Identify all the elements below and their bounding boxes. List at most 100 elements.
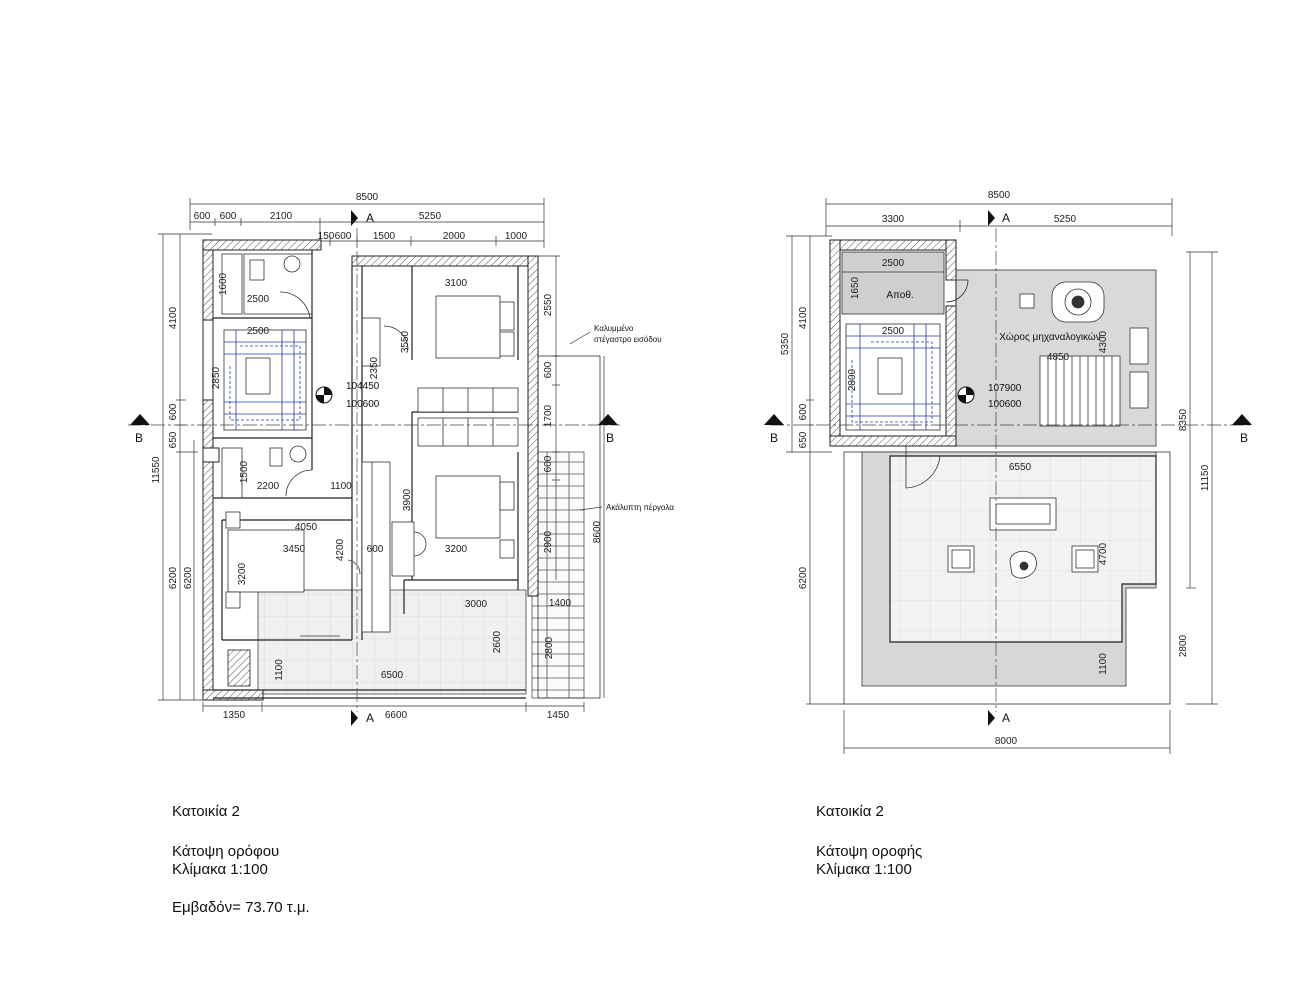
mech-dim: 4300 [1098,330,1109,353]
floor-dim-total-width: 8500 [356,192,379,203]
floor-section-a-bottom: A [366,711,374,725]
floor-plan: 8500 600 600 2100 5250 150 600 1500 2000… [128,192,674,726]
roof-dim-left: 5350 [780,332,791,355]
roof-left-dimensions [786,235,846,705]
roof-dim-total-width: 8500 [988,190,1011,201]
bedroom-1 [361,295,515,367]
floor-dim-right: 8600 [592,520,603,543]
floor-caption-scale: Κλίμακα 1:100 [172,861,268,878]
floor-dim-top: 600 [335,231,352,242]
floor-dim-bottom: 1450 [547,710,570,721]
roof-dim-left: 6200 [798,566,809,589]
wardrobes [417,387,519,447]
stair-dim: 2500 [247,326,270,337]
roof-dim-top: 3300 [882,214,905,225]
floor-dim-right: 600 [543,455,554,472]
storage-room [841,251,945,315]
floor-dim-top: 5250 [419,211,442,222]
floor-level-bottom: 100600 [346,399,380,410]
hall-dim: 2350 [369,356,380,379]
floor-level-top: 104450 [346,381,380,392]
storage-dim: 2500 [882,258,905,269]
floor-dim-left: 4100 [168,306,179,329]
bed2-dim: 3200 [445,544,468,555]
balcony-dim: 3000 [465,599,488,610]
bath1-dim: 2500 [247,294,270,305]
roof-section-a-top: A [1002,211,1010,225]
roof-caption-house: Κατοικία 2 [816,803,884,820]
stair-dim: 2850 [211,366,222,389]
roof-section-a-bottom: A [1002,711,1010,725]
roof-section-lines [770,228,1252,712]
pergola-dim: 2800 [544,636,555,659]
bed2-dim: 3900 [402,488,413,511]
bed3-dim: 3450 [283,544,306,555]
roof-stair-dim: 2800 [847,368,858,391]
floor-staircase [223,329,307,431]
balcony-dim: 1100 [274,659,285,681]
mechanical-equipment [1019,281,1149,427]
bath1-dim: 1600 [218,272,229,295]
roof-dim-bottom: 8000 [995,736,1018,747]
floor-dim-right: 2900 [543,530,554,553]
balcony-storage [227,649,251,687]
canopy-leader [569,331,591,345]
bathroom-1 [221,253,313,319]
floor-dim-left: 11550 [151,456,162,484]
bed3-dim: 4200 [335,538,346,561]
roof-bottom-dimensions [843,710,1171,754]
floor-caption-area: Εμβαδόν= 73.70 τ.μ. [172,899,310,916]
roof-stair-dim: 2500 [882,326,905,337]
hall-dim: 1100 [330,481,352,492]
floor-dim-left: 6200 [183,566,194,589]
bath2-dim: 2200 [257,481,280,492]
canopy-note-line1: Καλυμμένο [594,324,634,333]
roof-wall [945,239,957,281]
floor-dim-top: 2100 [270,211,293,222]
floor-dim-left: 600 [168,403,179,420]
floor-section-b-left: B [135,431,143,445]
mechanical-label: Χώρος μηχαναλογικών [999,331,1101,343]
floor-caption-view: Κάτοψη ορόφου [172,843,280,860]
terrace-furniture [947,497,1099,579]
floor-section-arrows [130,210,618,726]
hall-dim: 600 [367,544,384,555]
balcony-dim: 2600 [492,630,503,653]
roof-dim-top: 5250 [1054,214,1077,225]
floor-level-marker [315,386,333,404]
floor-dim-bottom: 1350 [223,710,246,721]
pergola-dim: 1400 [549,598,572,609]
roof-dim-left: 4100 [798,306,809,329]
bed3-dim: 4050 [295,522,318,533]
terrace-dim: 6550 [1009,462,1032,473]
storage-door [945,279,969,303]
storage-label: Αποθ. [886,290,913,301]
bedroom-3 [225,511,361,637]
roof-level-marker [957,386,975,404]
mech-dim: 4850 [1047,352,1070,363]
floor-dim-top: 600 [220,211,237,222]
roof-plan: 2500 1650 Αποθ. 2500 2800 [764,190,1252,754]
floor-dim-top: 150 [318,231,335,242]
floor-dim-top: 600 [194,211,211,222]
roof-section-b-left: B [770,431,778,445]
roof-caption-scale: Κλίμακα 1:100 [816,861,912,878]
pergola-note: Ακάλυπτη πέργολα [606,503,674,512]
roof-top-dimensions [825,198,1173,236]
floor-dim-left: 6200 [168,566,179,589]
storage-dim: 1650 [850,276,861,299]
roof-dim-right: 2800 [1178,634,1189,657]
pergola-leader [579,506,603,511]
floor-right-dimensions [538,255,605,698]
roof-plan-caption: Κατοικία 2 Κάτοψη οροφής Κλίμακα 1:100 [816,803,922,879]
balcony-floor [257,589,527,695]
bedroom-2 [361,461,515,633]
roof-staircase [845,323,941,431]
floor-section-b-right: B [606,431,614,445]
floor-dim-right: 600 [543,361,554,378]
floor-dim-top: 2000 [443,231,466,242]
floor-bottom-dimensions [202,702,585,712]
roof-dim-left: 650 [798,431,809,448]
bathroom-2 [221,445,313,499]
roof-bot-dim: 1100 [1098,653,1109,675]
